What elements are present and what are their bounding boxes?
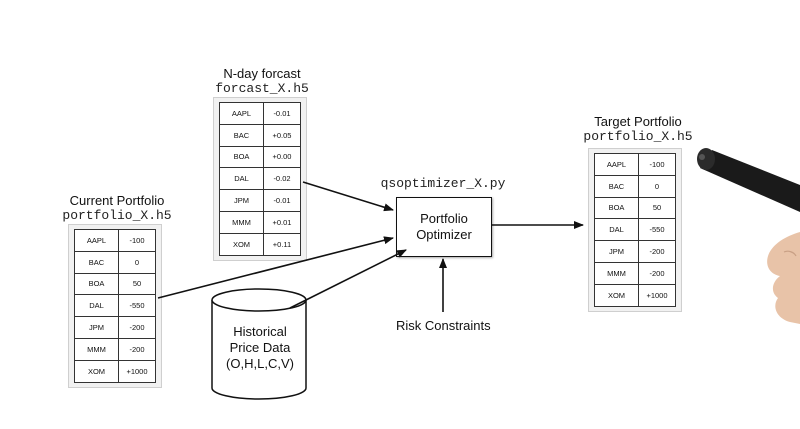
arrow-forecast-to-optimizer xyxy=(302,181,394,212)
table-row: DAL-550 xyxy=(594,218,676,242)
table-row: XOM+0.11 xyxy=(219,232,301,256)
value-cell: +0.05 xyxy=(263,123,301,147)
optimizer-label-line1: Portfolio xyxy=(420,211,468,226)
database-cylinder-icon xyxy=(211,288,307,400)
optimizer-filename: qsoptimizer_X.py xyxy=(380,176,506,191)
value-cell: +0.11 xyxy=(263,232,301,256)
value-cell: -0.02 xyxy=(263,167,301,191)
symbol-cell: BAC xyxy=(74,250,119,274)
value-cell: -550 xyxy=(118,294,156,318)
table-row: AAPL-100 xyxy=(594,153,676,176)
value-cell: +0.01 xyxy=(263,210,301,234)
historical-price-data-label: Historical Price Data (O,H,L,C,V) xyxy=(214,324,306,372)
value-cell: +0.00 xyxy=(263,145,301,169)
table-row: JPM-200 xyxy=(74,316,156,339)
forecast-title: N-day forcast xyxy=(223,66,301,81)
arrow-current-to-optimizer xyxy=(157,236,394,299)
arrow-historical-to-optimizer xyxy=(289,249,407,309)
value-cell: -100 xyxy=(638,153,676,176)
hand-icon xyxy=(767,232,800,324)
historical-label-line2: Price Data xyxy=(229,340,291,355)
value-cell: +1000 xyxy=(638,283,676,307)
value-cell: -550 xyxy=(638,218,676,242)
symbol-cell: JPM xyxy=(74,316,119,339)
value-cell: -0.01 xyxy=(263,102,301,125)
table-row: JPM-0.01 xyxy=(219,189,301,212)
historical-label-line3: (O,H,L,C,V) xyxy=(226,356,294,371)
value-cell: -200 xyxy=(118,337,156,361)
value-cell: -0.01 xyxy=(263,189,301,212)
symbol-cell: XOM xyxy=(219,232,264,256)
historical-label-line1: Historical xyxy=(233,324,287,339)
table-row: JPM-200 xyxy=(594,240,676,263)
risk-constraints-label: Risk Constraints xyxy=(396,318,491,333)
optimizer-label-line2: Optimizer xyxy=(416,227,472,242)
current-portfolio-filename: portfolio_X.h5 xyxy=(62,208,172,223)
value-cell: 50 xyxy=(118,272,156,296)
symbol-cell: JPM xyxy=(219,189,264,212)
pen-icon xyxy=(697,148,800,212)
target-portfolio-title: Target Portfolio xyxy=(594,114,682,129)
value-cell: -200 xyxy=(638,240,676,263)
table-row: BAC+0.05 xyxy=(219,123,301,147)
forecast-filename: forcast_X.h5 xyxy=(215,81,309,96)
current-portfolio-title: Current Portfolio xyxy=(69,193,165,208)
table-row: DAL-550 xyxy=(74,294,156,318)
symbol-cell: XOM xyxy=(74,359,119,383)
symbol-cell: DAL xyxy=(219,167,264,191)
target-portfolio-filename: portfolio_X.h5 xyxy=(583,129,693,144)
value-cell: -100 xyxy=(118,229,156,252)
value-cell: +1000 xyxy=(118,359,156,383)
table-row: AAPL-100 xyxy=(74,229,156,252)
table-row: DAL-0.02 xyxy=(219,167,301,191)
table-row: AAPL-0.01 xyxy=(219,102,301,125)
symbol-cell: DAL xyxy=(74,294,119,318)
table-row: XOM+1000 xyxy=(74,359,156,383)
symbol-cell: XOM xyxy=(594,283,639,307)
table-row: XOM+1000 xyxy=(594,283,676,307)
value-cell: 0 xyxy=(638,174,676,198)
symbol-cell: BOA xyxy=(74,272,119,296)
symbol-cell: AAPL xyxy=(219,102,264,125)
portfolio-optimizer-box: Portfolio Optimizer xyxy=(396,197,492,257)
